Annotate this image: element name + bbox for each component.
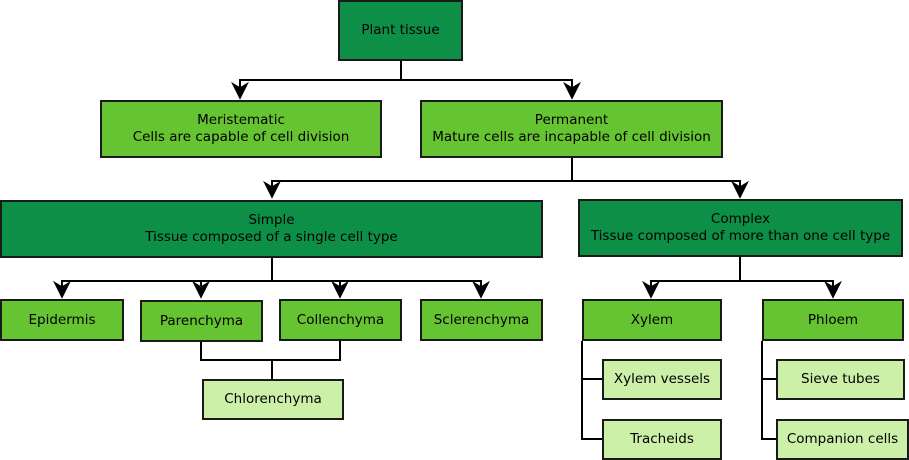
node-description: Cells are capable of cell division — [132, 129, 350, 145]
node-title: Simple — [248, 212, 295, 228]
node-title: Sclerenchyma — [433, 311, 530, 328]
node-epidermis: Epidermis — [0, 299, 124, 341]
node-tracheids: Tracheids — [602, 419, 722, 460]
node-plant-tissue: Plant tissue — [338, 0, 463, 61]
edge-phloem-children — [761, 341, 776, 440]
node-meristematic: Meristematic Cells are capable of cell d… — [100, 100, 382, 158]
node-title: Parenchyma — [159, 312, 244, 329]
node-description: Mature cells are incapable of cell divis… — [432, 129, 711, 145]
edge-root-permanent — [401, 79, 581, 100]
edge-xylem-vessels — [581, 341, 602, 440]
node-title: Xylem vessels — [613, 371, 711, 387]
node-sclerenchyma: Sclerenchyma — [420, 299, 543, 341]
edge-complex-phloem — [740, 280, 842, 299]
node-description: Tissue composed of a single cell type — [145, 229, 398, 245]
node-sieve-tubes: Sieve tubes — [776, 359, 905, 400]
node-chlorenchyma: Chlorenchyma — [202, 379, 344, 420]
edge-complex-xylem — [642, 257, 741, 299]
edge-parenchyma-chlorenchyma — [200, 341, 341, 361]
node-simple: Simple Tissue composed of a single cell … — [0, 200, 543, 258]
edge-permanent-simple — [263, 157, 573, 199]
node-collenchyma: Collenchyma — [279, 299, 402, 341]
node-complex: Complex Tissue composed of more than one… — [578, 199, 903, 257]
edge-root-meristematic — [231, 61, 402, 100]
node-phloem: Phloem — [762, 299, 904, 341]
node-description: Tissue composed of more than one cell ty… — [590, 228, 891, 244]
node-title: Phloem — [807, 311, 859, 328]
node-title: Plant tissue — [361, 22, 440, 38]
node-title: Permanent — [534, 112, 609, 128]
node-xylem: Xylem — [582, 299, 722, 341]
node-title: Complex — [710, 211, 771, 227]
node-title: Sieve tubes — [801, 371, 880, 387]
node-companion-cells: Companion cells — [776, 419, 909, 460]
node-title: Chlorenchyma — [224, 391, 322, 407]
node-title: Tracheids — [630, 431, 694, 447]
edge-simple-sclerenchyma — [272, 280, 490, 299]
node-title: Epidermis — [28, 311, 96, 328]
edge-simple-epidermis — [53, 258, 273, 299]
node-title: Xylem — [630, 311, 674, 328]
node-parenchyma: Parenchyma — [140, 300, 263, 342]
node-xylem-vessels: Xylem vessels — [602, 359, 722, 400]
edge-permanent-complex — [572, 180, 749, 199]
node-title: Companion cells — [786, 431, 899, 447]
node-permanent: Permanent Mature cells are incapable of … — [420, 100, 723, 158]
node-title: Collenchyma — [296, 311, 385, 328]
node-title: Meristematic — [197, 112, 285, 128]
